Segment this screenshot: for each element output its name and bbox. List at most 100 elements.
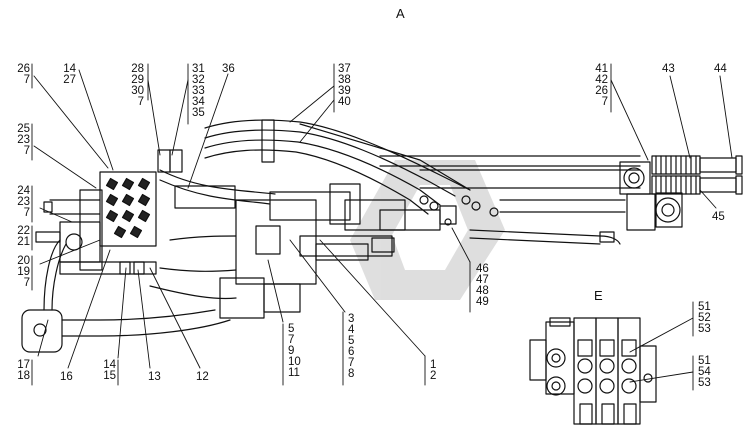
central-valve-assembly [149, 169, 457, 319]
long-pipes-right [379, 155, 683, 245]
callout-51-53-lower: 51 54 53 [698, 355, 711, 389]
callout-14-27: 14 27 [54, 63, 76, 86]
callout-number: 7 [348, 357, 355, 369]
callout-number: 27 [63, 74, 76, 86]
callout-number: 14 [63, 63, 76, 75]
callout-number: 22 [17, 225, 30, 237]
callout-number: 44 [714, 63, 727, 75]
callout-45: 45 [712, 211, 725, 223]
callout-number: 2 [430, 370, 437, 382]
callout-number: 32 [192, 74, 205, 86]
callout-31-35: 31 32 33 34 35 [192, 63, 205, 119]
callout-number: 8 [348, 368, 355, 380]
leader-lines [31, 63, 733, 391]
callout-number: 15 [103, 370, 116, 382]
callout-number: 21 [17, 236, 30, 248]
callout-number: 41 [595, 63, 608, 75]
callout-24-7: 24 23 7 [8, 185, 30, 219]
callout-number: 51 [698, 355, 711, 367]
callout-number: 14 [103, 359, 116, 371]
callout-12: 12 [196, 371, 209, 383]
callout-number: 26 [595, 85, 608, 97]
callout-number: 10 [288, 356, 301, 368]
callout-14-15: 14 15 [94, 359, 116, 382]
callout-number: 26 [17, 63, 30, 75]
callout-number: 18 [17, 370, 30, 382]
callout-1-2: 1 2 [430, 359, 437, 382]
callout-number: 48 [476, 285, 489, 297]
callout-number: 20 [17, 255, 30, 267]
callout-number: 51 [698, 301, 711, 313]
callout-number: 12 [196, 371, 209, 383]
callout-number: 6 [348, 346, 355, 358]
callout-number: 52 [698, 312, 711, 324]
view-label-main: А [396, 6, 405, 21]
callout-16: 16 [60, 371, 73, 383]
callout-number: 37 [338, 63, 351, 75]
callout-number: 43 [662, 63, 675, 75]
callout-46-49: 46 47 48 49 [476, 263, 489, 308]
callout-number: 53 [698, 323, 711, 335]
callout-number: 17 [17, 359, 30, 371]
detail-e-distributor [529, 317, 657, 425]
pipe-bundle-upper [204, 119, 471, 215]
callout-36: 36 [222, 63, 235, 75]
pipe-fittings [157, 149, 499, 217]
callout-number: 16 [60, 371, 73, 383]
callout-number: 39 [338, 85, 351, 97]
callout-number: 24 [17, 185, 30, 197]
callout-number: 40 [338, 96, 351, 108]
callout-number: 5 [348, 335, 355, 347]
callout-number: 11 [288, 367, 300, 379]
callout-number: 38 [338, 74, 351, 86]
view-label-detail: Е [594, 288, 603, 303]
callout-number: 49 [476, 296, 489, 308]
callout-number: 19 [17, 266, 30, 278]
callout-number: 47 [476, 274, 489, 286]
callout-22-21: 22 21 [8, 225, 30, 248]
callout-number: 7 [601, 96, 608, 108]
callout-26-7: 26 7 [8, 63, 30, 86]
callout-number: 23 [17, 196, 30, 208]
callout-number: 45 [712, 211, 725, 223]
callout-number: 33 [192, 85, 205, 97]
callout-28-30: 28 29 30 7 [122, 63, 144, 108]
callout-13: 13 [148, 371, 161, 383]
callout-number: 7 [23, 74, 30, 86]
callout-number: 13 [148, 371, 161, 383]
callout-number: 30 [131, 85, 144, 97]
callout-17-18: 17 18 [8, 359, 30, 382]
callout-number: 5 [288, 323, 295, 335]
callout-number: 53 [698, 377, 711, 389]
callout-41-7: 41 42 26 7 [586, 63, 608, 108]
callout-number: 7 [23, 277, 30, 289]
callout-5-11: 5 7 9 10 11 [288, 323, 301, 379]
callout-number: 7 [23, 145, 30, 157]
callout-44: 44 [714, 63, 727, 75]
corrugated-hoses [651, 155, 743, 195]
callout-number: 35 [192, 107, 205, 119]
callout-number: 4 [348, 324, 355, 336]
callout-number: 3 [348, 313, 355, 325]
callout-number: 31 [192, 63, 205, 75]
callout-number: 1 [430, 359, 437, 371]
callout-number: 23 [17, 134, 30, 146]
callout-37-40: 37 38 39 40 [338, 63, 351, 108]
callout-51-53-upper: 51 52 53 [698, 301, 711, 335]
pump-unit-left [21, 239, 231, 353]
callout-number: 7 [23, 207, 30, 219]
callout-number: 25 [17, 123, 30, 135]
callout-number: 36 [222, 63, 235, 75]
callout-number: 34 [192, 96, 205, 108]
callout-25-7: 25 23 7 [8, 123, 30, 157]
callout-3-8: 3 4 5 6 7 8 [348, 313, 355, 380]
callout-number: 28 [131, 63, 144, 75]
callout-number: 54 [698, 366, 711, 378]
callout-20-7: 20 19 7 [8, 255, 30, 289]
callout-number: 46 [476, 263, 489, 275]
callout-number: 7 [137, 96, 144, 108]
callout-number: 29 [131, 74, 144, 86]
callout-number: 9 [288, 345, 295, 357]
